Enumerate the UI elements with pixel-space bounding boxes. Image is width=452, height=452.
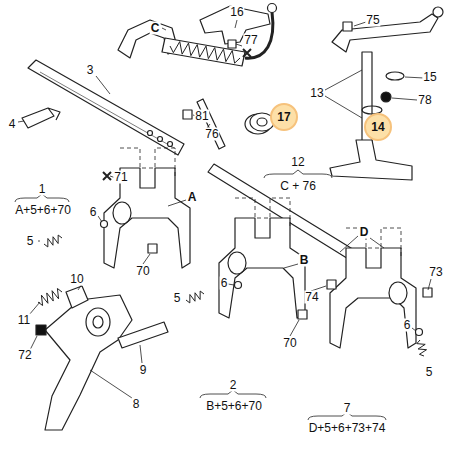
callout-number: 14 xyxy=(371,120,384,134)
callout-label: D xyxy=(359,226,370,239)
callout-label: 5 xyxy=(173,292,182,305)
callout-label: 16 xyxy=(229,6,244,19)
spring xyxy=(44,235,62,247)
clip xyxy=(22,108,60,128)
callout-label: C + 76 xyxy=(279,180,317,193)
callout-circle: 17 xyxy=(270,103,298,131)
callout-label: 11 xyxy=(17,314,31,327)
callout-label: 12 xyxy=(290,156,305,169)
spring xyxy=(417,340,427,356)
callout-label: D+5+6+73+74 xyxy=(308,422,387,435)
callout-label: 7 xyxy=(343,402,352,415)
callout-label: 71 xyxy=(113,171,128,184)
callout-label: 9 xyxy=(139,364,148,377)
callout-label: 3 xyxy=(86,64,95,77)
spring xyxy=(170,42,240,64)
callout-label: 70 xyxy=(135,265,150,278)
callout-label: 72 xyxy=(17,349,32,362)
cup xyxy=(66,286,88,308)
shift-rod xyxy=(28,60,184,155)
callout-label: C xyxy=(150,22,161,35)
callout-circle: 14 xyxy=(364,113,392,141)
spring xyxy=(186,291,204,303)
lever xyxy=(45,295,132,430)
callout-label: 5 xyxy=(26,235,35,248)
callout-label: 4 xyxy=(8,118,17,131)
callout-label: 81 xyxy=(194,110,209,123)
callout-label: 76 xyxy=(204,128,219,141)
callout-label: 13 xyxy=(309,87,324,100)
callout-label: 78 xyxy=(417,94,432,107)
callout-label: 73 xyxy=(428,266,443,279)
lever-arm xyxy=(332,14,438,52)
callout-label: 6 xyxy=(89,206,98,219)
callout-label: 74 xyxy=(304,291,319,304)
callout-label: 6 xyxy=(403,319,412,332)
callout-label: 75 xyxy=(365,14,380,27)
callout-label: B xyxy=(299,254,310,267)
plunger xyxy=(118,322,168,348)
callout-label: 8 xyxy=(132,398,141,411)
callout-label: A xyxy=(187,191,198,204)
callout-label: 5 xyxy=(425,366,434,379)
callout-number: 17 xyxy=(277,110,290,124)
callout-label: 70 xyxy=(282,337,297,350)
callout-label: 1 xyxy=(38,183,47,196)
pin xyxy=(197,99,225,149)
callout-label: 2 xyxy=(229,379,238,392)
callout-label: 15 xyxy=(422,71,437,84)
bracket xyxy=(200,6,270,44)
callout-label: 6 xyxy=(220,277,229,290)
callout-label: A+5+6+70 xyxy=(14,204,72,217)
spring xyxy=(38,288,62,305)
callout-label: 77 xyxy=(243,34,258,47)
callout-label: B+5+6+70 xyxy=(205,400,263,413)
callout-label: 10 xyxy=(69,273,84,286)
